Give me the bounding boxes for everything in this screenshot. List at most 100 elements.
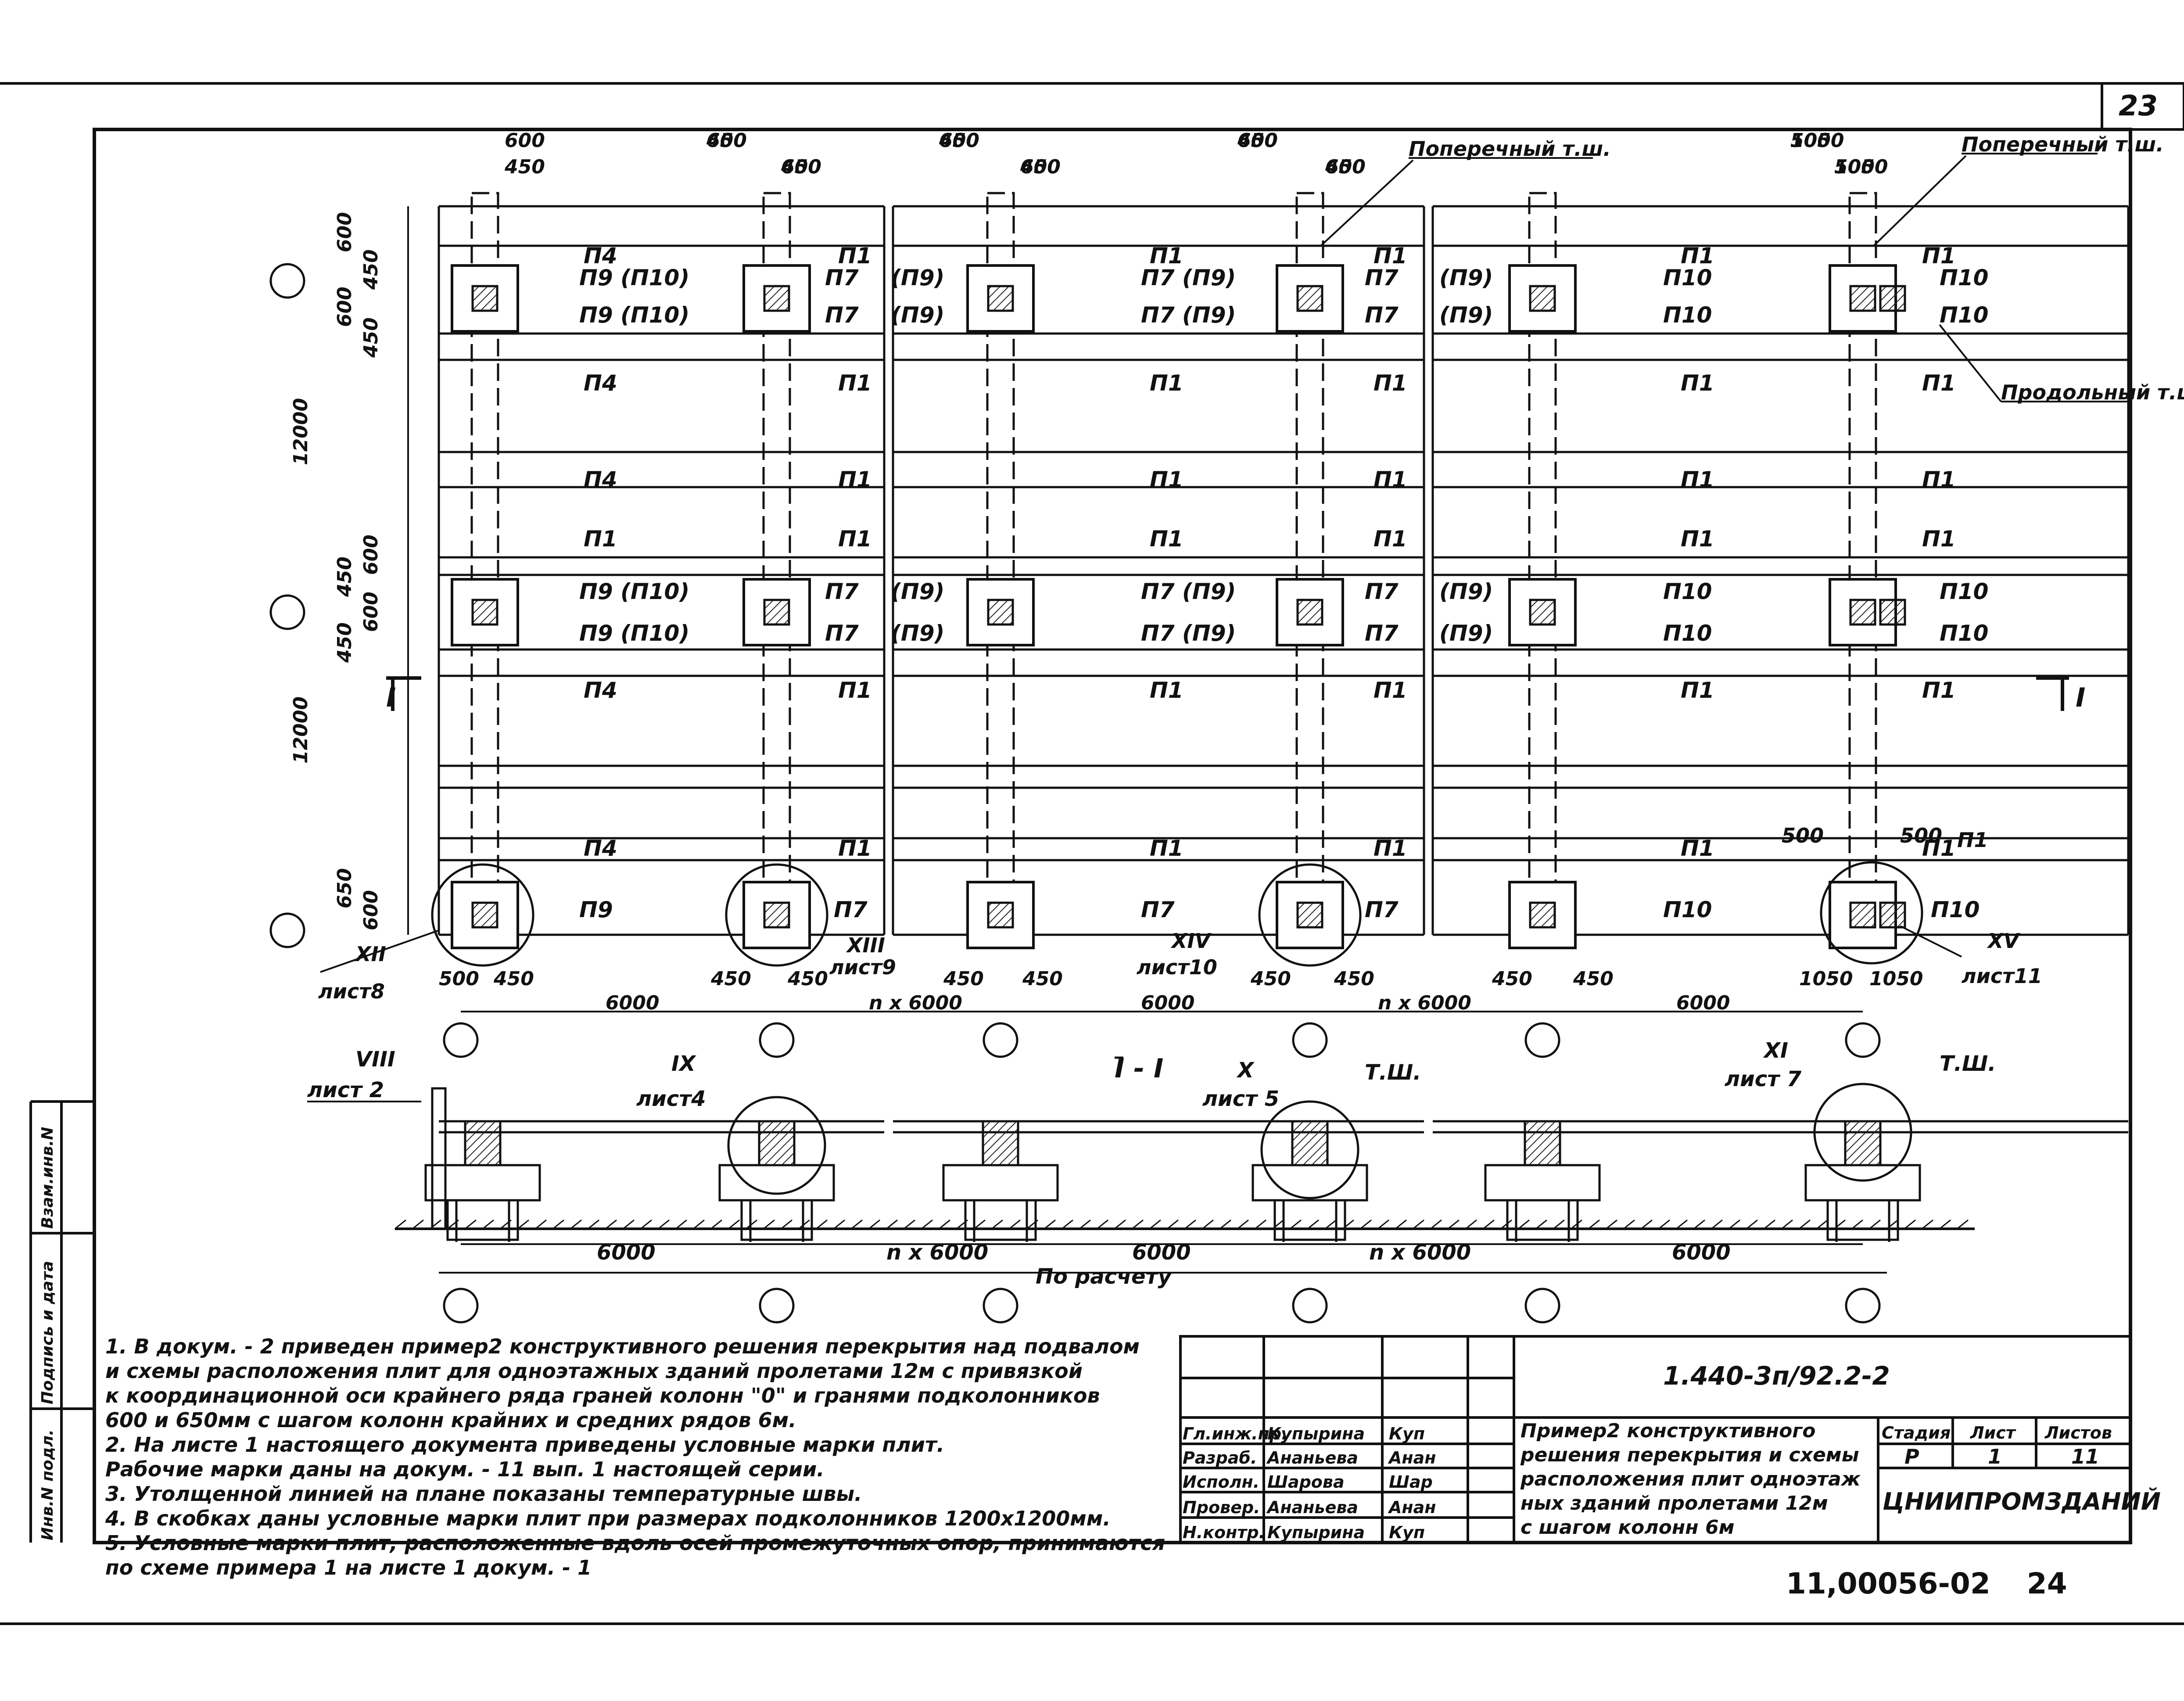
tb-desc-4: ных зданий пролетами 12м	[1521, 1492, 1828, 1514]
ground-hatch	[1255, 1219, 1266, 1230]
section-node-circle	[1260, 1100, 1359, 1199]
dim-top: 600	[781, 156, 821, 178]
plate-label: П1	[838, 370, 872, 396]
plate-label: П1	[838, 243, 872, 269]
axis-bubble-col	[1292, 1022, 1328, 1058]
note-line: 2. На листе 1 настоящего документа приве…	[105, 1433, 945, 1457]
tb-name-2: Ананьева	[1266, 1448, 1358, 1468]
column-pair	[1879, 599, 1906, 626]
ground-hatch	[1904, 1219, 1916, 1230]
plate-label: П1	[1374, 243, 1407, 269]
ground-hatch	[1799, 1219, 1811, 1230]
node-circle	[1820, 861, 1923, 965]
node-xiii: XIII	[846, 933, 885, 957]
ground-hatch	[588, 1219, 599, 1230]
note-line: к координационной оси крайнего ряда гран…	[105, 1384, 1100, 1407]
ground-hatch	[868, 1219, 880, 1230]
section-span-1: 6000	[597, 1240, 656, 1265]
section-tsh-1: Т.Ш.	[1365, 1060, 1421, 1085]
ground-hatch	[1062, 1219, 1073, 1230]
node-xiv-sheet: лист10	[1137, 955, 1217, 979]
node-xv: XV	[1987, 929, 2020, 953]
ground-hatch	[1448, 1219, 1460, 1230]
ground-hatch	[1535, 1219, 1547, 1230]
tb-name-5: Купырина	[1267, 1523, 1365, 1542]
ground-hatch	[904, 1219, 915, 1230]
ground-hatch	[1641, 1219, 1653, 1230]
ground-hatch	[1202, 1219, 1214, 1230]
axis-bubble-col	[983, 1288, 1018, 1324]
tb-name-1: Купырина	[1267, 1424, 1365, 1443]
note-line: и схемы расположения плит для одноэтажны…	[105, 1359, 1083, 1383]
plate-label: П7	[825, 621, 859, 646]
axis-bubble-col	[983, 1022, 1018, 1058]
archive-code: 11,00056-02	[1786, 1567, 1990, 1601]
tb-sign-4: Анан	[1388, 1498, 1436, 1517]
dim-left: 450	[334, 556, 356, 597]
plate-label: П10	[1940, 579, 1988, 604]
plate-label: П7	[1365, 621, 1399, 646]
plate-label: П1	[838, 467, 872, 492]
section-node-viii-sheet: лист 2	[307, 1078, 384, 1102]
plate-label: П10	[1663, 579, 1712, 604]
footing	[446, 1199, 519, 1241]
plate-label: П1	[838, 526, 872, 552]
dim-top: 450	[1325, 156, 1366, 178]
tb-sheet: 1	[1988, 1445, 2002, 1468]
footing-cap	[942, 1164, 1059, 1202]
note-line: 4. В скобках даны условные марки плит пр…	[105, 1507, 1111, 1530]
sheet-frame	[0, 82, 2184, 1625]
footing-cap	[718, 1164, 835, 1202]
ground-hatch	[394, 1219, 406, 1230]
section-span-4: n x 6000	[1369, 1240, 1471, 1265]
axis-bubble-col	[1292, 1288, 1328, 1324]
plate-label: П1	[1922, 467, 1956, 492]
plate-label: (П9)	[1439, 265, 1493, 291]
tb-role-3: Исполн.	[1183, 1472, 1259, 1492]
ground-hatch	[1044, 1219, 1056, 1230]
plate-label: П7	[1365, 302, 1399, 328]
node-xv-sheet: лист11	[1962, 964, 2042, 988]
ground-hatch	[570, 1219, 582, 1230]
ground-hatch	[1729, 1219, 1740, 1230]
ground-hatch	[1325, 1219, 1337, 1230]
footing-cap	[1484, 1164, 1601, 1202]
plate-label: П1	[1681, 526, 1714, 552]
axis-bubble-col	[443, 1288, 479, 1324]
plate-label: П7	[825, 265, 859, 291]
column-cap	[1276, 264, 1344, 333]
plate-label: П1	[1681, 467, 1714, 492]
plate-label: П1	[1922, 243, 1956, 269]
tb-sign-2: Анан	[1388, 1448, 1436, 1468]
ground-hatch	[1360, 1219, 1372, 1230]
ground-hatch	[781, 1219, 793, 1230]
dim-top: 500	[1790, 129, 1831, 152]
plate-label: (П9)	[891, 621, 944, 646]
section-span-5: 6000	[1672, 1240, 1731, 1265]
column-strip	[762, 192, 791, 940]
dim-top: 600	[1325, 156, 1366, 178]
ground-hatch	[710, 1219, 722, 1230]
dim-left: 600	[334, 287, 356, 327]
axis-bubble-col	[1845, 1022, 1881, 1058]
ground-hatch	[1922, 1219, 1933, 1230]
plate-label: П4	[584, 678, 617, 703]
section-node-ix: IX	[671, 1051, 696, 1076]
section-mark-right: I	[2076, 682, 2085, 713]
dim-left: 600	[360, 890, 382, 930]
ground-hatch	[465, 1219, 477, 1230]
ground-hatch	[605, 1219, 617, 1230]
dim-bottom: 450	[1250, 968, 1291, 990]
column	[1529, 901, 1556, 929]
dim-bottom: 450	[1022, 968, 1063, 990]
ground-hatch	[1851, 1219, 1863, 1230]
side-stamp-inv: Инв.N подл.	[39, 1429, 57, 1540]
plate-label: П10	[1931, 897, 1980, 922]
page-number: 23	[2118, 90, 2158, 122]
plate-label: П10	[1940, 265, 1988, 291]
ground-hatch	[1079, 1219, 1091, 1230]
dim-span: n x 6000	[1378, 992, 1471, 1014]
plate-label: П1	[1922, 526, 1956, 552]
plate-label: П1	[1922, 678, 1956, 703]
